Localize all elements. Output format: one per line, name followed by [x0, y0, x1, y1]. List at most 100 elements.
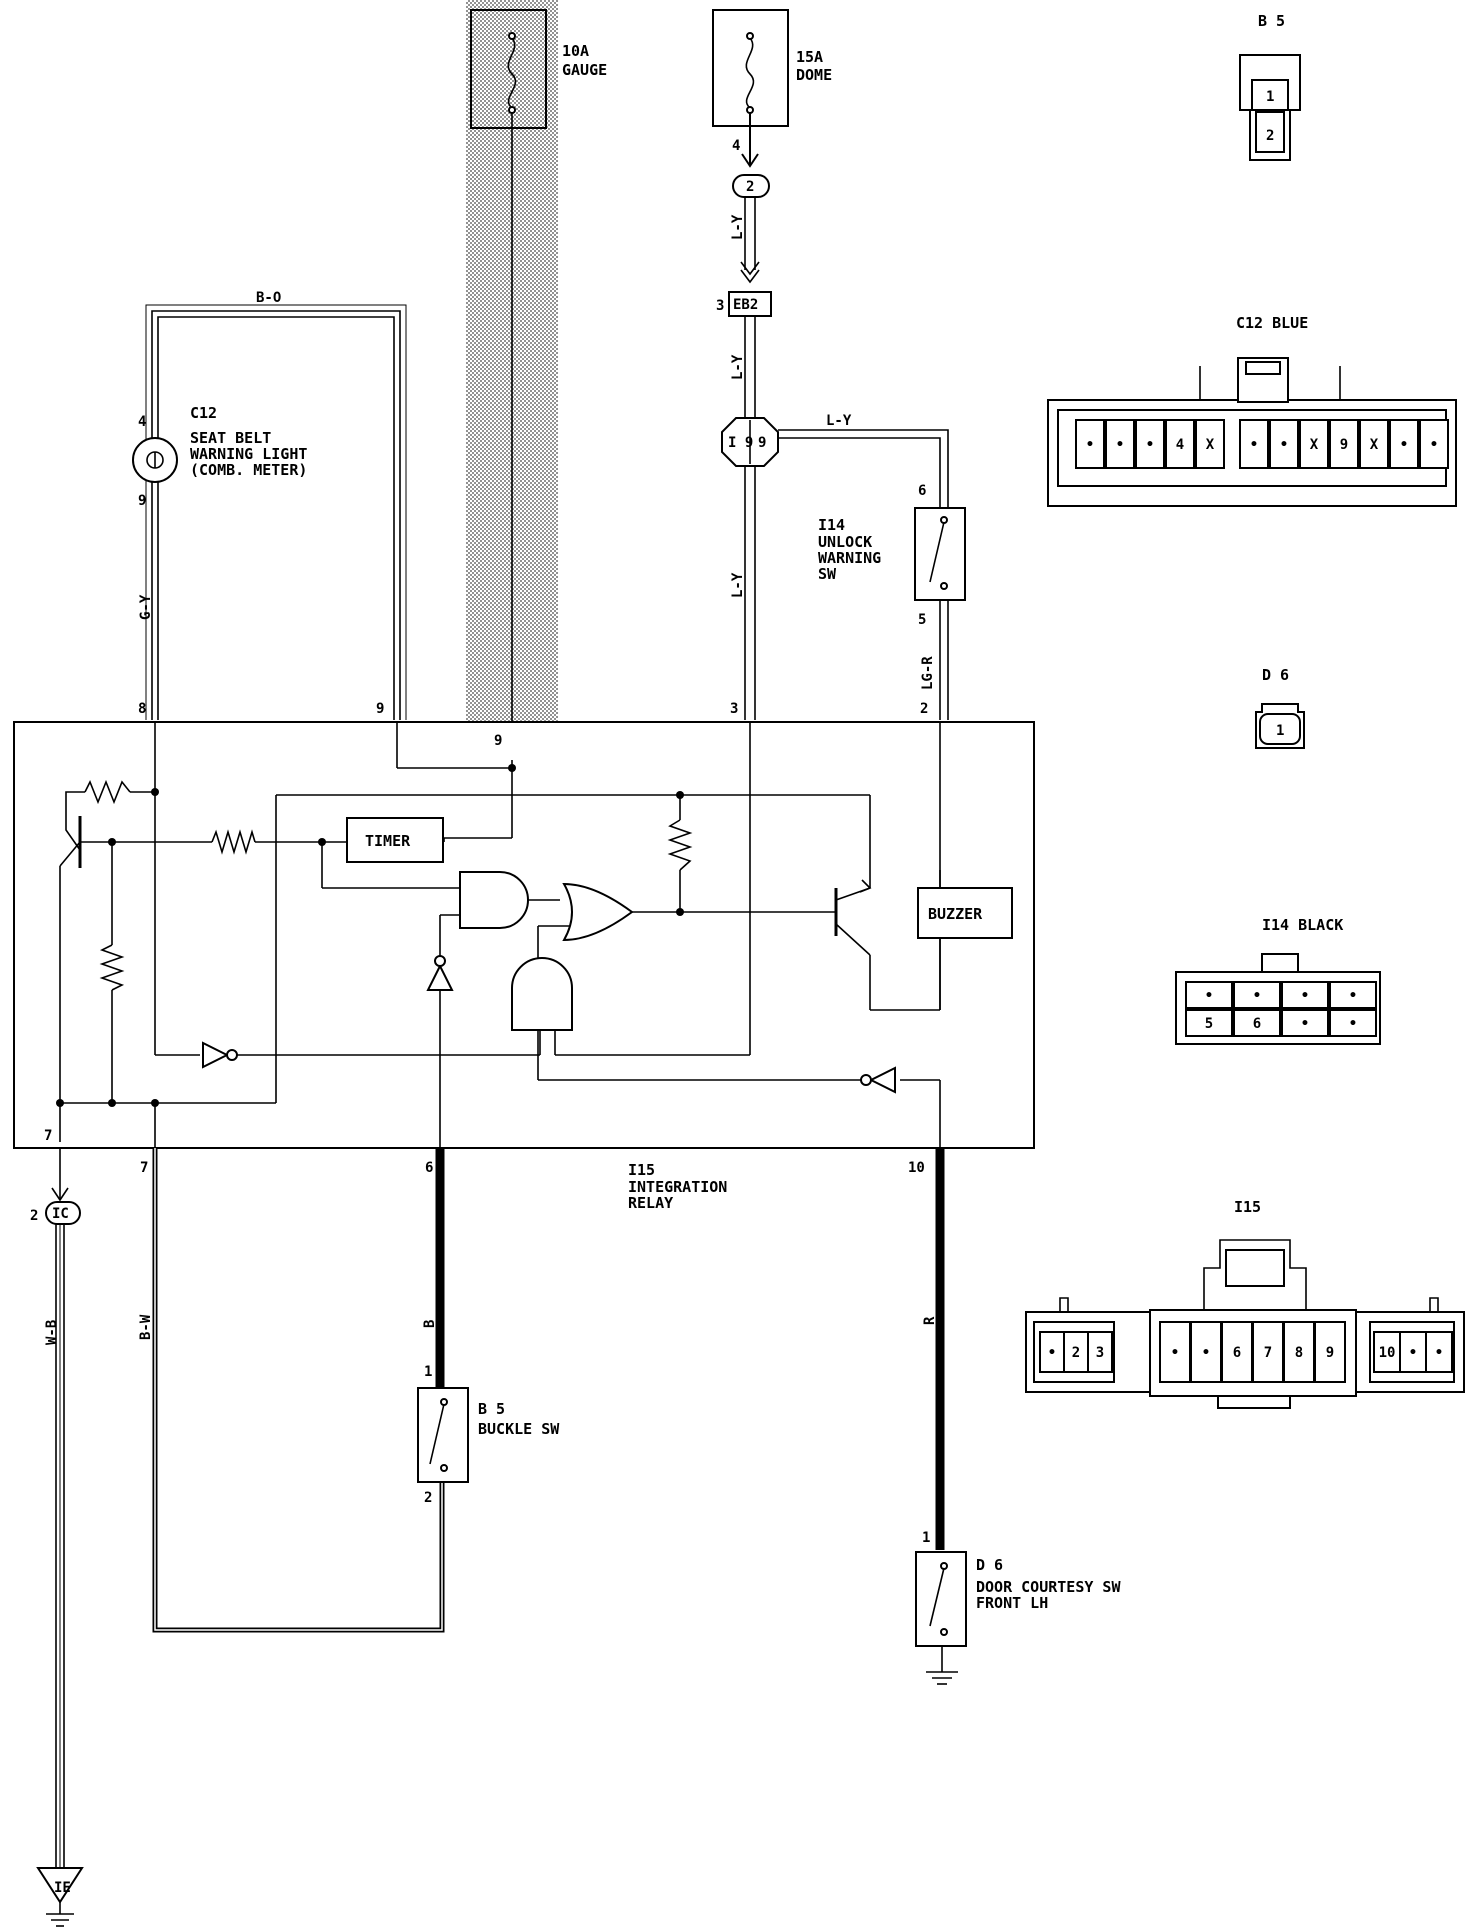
w-b-label: W-B [44, 1320, 60, 1345]
c12-pin-9: 9 [138, 493, 146, 509]
i14-row2-pin-0: 5 [1205, 1016, 1213, 1032]
door-line1: DOOR COURTESY SW [976, 1578, 1121, 1596]
junction-2-label: 2 [746, 179, 754, 195]
door-pin-1: 1 [922, 1530, 930, 1546]
i15-right-pin-0-cell [1373, 1331, 1401, 1373]
relay-pin-2: 2 [920, 701, 928, 717]
eb2-pin: 3 [716, 298, 724, 314]
w-b-wire: IC 2 W-B IE [30, 1148, 84, 1927]
connector-b5: B 5 1 2 [1239, 12, 1301, 161]
gauge-fuse: 10A GAUGE [466, 0, 607, 760]
unlock-warning-switch: I14 UNLOCK WARNING SW 5 [818, 507, 966, 628]
unlock-pin-6: 6 [918, 483, 926, 499]
ly-label-3: L-Y [730, 572, 746, 598]
unlock-line1: UNLOCK [818, 533, 872, 551]
c12-pin-9: X [1370, 437, 1379, 453]
c12-pin-2: • [1146, 437, 1154, 453]
i15-left-pin-2-cell [1087, 1331, 1113, 1373]
i14-row1-pin-1-cell [1233, 981, 1281, 1009]
ly-wire-middle: L-Y [730, 316, 756, 418]
i14-row1-pin-3-cell [1329, 981, 1377, 1009]
d6-title: D 6 [1262, 666, 1289, 684]
ly-label-1: L-Y [730, 214, 746, 240]
c12-line3: (COMB. METER) [190, 461, 307, 479]
buckle-pin-1: 1 [424, 1364, 432, 1380]
ly-label-2: L-Y [730, 354, 746, 380]
eb2-label: EB2 [733, 297, 758, 313]
c12-pin-3-cell [1165, 419, 1195, 469]
i14-row1-pin-1: • [1253, 988, 1261, 1004]
c12-pin-7: X [1310, 437, 1319, 453]
b5-pin-1: 1 [1266, 89, 1274, 105]
c12-pin-3: 4 [1176, 437, 1184, 453]
i14-row1-pin-3: • [1349, 988, 1357, 1004]
ly-wire-upper: L-Y [730, 198, 760, 284]
c12-pin-9-cell [1359, 419, 1389, 469]
i15-left-pin-0-cell [1039, 1331, 1065, 1373]
ly-branch-wire: L-Y 6 [778, 413, 949, 510]
relay-pin-10: 10 [908, 1160, 925, 1176]
relay-pin-7-bottom: 7 [140, 1160, 148, 1176]
i14-row2-pin-0-cell [1185, 1009, 1233, 1037]
i15-title: I15 [1234, 1198, 1261, 1216]
i15-mid-pin-5: 9 [1326, 1345, 1334, 1361]
i14-row2-pin-1-cell [1233, 1009, 1281, 1037]
c12-pin-10: • [1400, 437, 1408, 453]
b-wire: B 1 [422, 1148, 445, 1390]
buckle-name: BUCKLE SW [478, 1420, 560, 1438]
c12-title: C12 BLUE [1236, 314, 1308, 332]
integration-relay: 8 9 9 3 2 7 7 6 10 I15 INTEGRATION RELAY [13, 701, 1035, 1212]
c12-pin-2-cell [1135, 419, 1165, 469]
lg-r-wire: LG-R [920, 600, 949, 720]
i15-left-pin-1: 2 [1072, 1345, 1080, 1361]
i9-pin: 9 [758, 435, 766, 451]
door-courtesy-switch: D 6 DOOR COURTESY SW FRONT LH [915, 1551, 1121, 1685]
c12-pin-1-cell [1105, 419, 1135, 469]
c12-pin-1: • [1116, 437, 1124, 453]
b5-title: B 5 [1258, 12, 1285, 30]
i15-mid-pin-0: • [1171, 1345, 1179, 1361]
lg-r-label: LG-R [920, 656, 936, 690]
relay-pin-3: 3 [730, 701, 738, 717]
relay-line1: INTEGRATION [628, 1178, 727, 1196]
c12-pin-8: 9 [1340, 437, 1348, 453]
ly-branch-label: L-Y [826, 413, 852, 429]
gauge-fuse-name: GAUGE [562, 61, 607, 79]
g-y-label: G-Y [138, 594, 154, 620]
i15-mid-pin-5-cell [1314, 1321, 1346, 1383]
relay-pin-8: 8 [138, 701, 146, 717]
b-o-wire: B-O [145, 290, 407, 720]
relay-pin-6: 6 [425, 1160, 433, 1176]
door-code: D 6 [976, 1556, 1003, 1574]
b5-pin-2: 2 [1266, 128, 1274, 144]
unlock-pin-5: 5 [918, 612, 926, 628]
i15-mid-pin-4: 8 [1295, 1345, 1303, 1361]
c12-pin-6: • [1280, 437, 1288, 453]
r-label: R [922, 1316, 938, 1325]
c12-pin-0: • [1086, 437, 1094, 453]
ic-pin: 2 [30, 1208, 38, 1224]
connector-eb2: EB2 3 [716, 291, 772, 317]
unlock-line3: SW [818, 565, 837, 583]
c12-line2: WARNING LIGHT [190, 445, 307, 463]
i14-row2-pin-2-cell [1281, 1009, 1329, 1037]
i14-row1-pin-2-cell [1281, 981, 1329, 1009]
c12-pin-10-cell [1389, 419, 1419, 469]
c12-pin-5: • [1250, 437, 1258, 453]
i15-right-pin-1-cell [1399, 1331, 1427, 1373]
b-w-label: B-W [138, 1314, 154, 1340]
i15-right-pin-2: • [1435, 1345, 1443, 1361]
buckle-pin-2: 2 [424, 1490, 432, 1506]
seat-belt-warning-light: 4 9 C12 SEAT BELT WARNING LIGHT (COMB. M… [132, 404, 307, 620]
i15-mid-pin-3: 7 [1264, 1345, 1272, 1361]
unlock-line2: WARNING [818, 549, 881, 567]
ie-label: IE [54, 1880, 71, 1896]
dome-out-pin: 4 [732, 138, 740, 154]
ic-label: IC [52, 1206, 69, 1222]
c12-line1: SEAT BELT [190, 429, 271, 447]
relay-pin-7-left: 7 [44, 1128, 52, 1144]
